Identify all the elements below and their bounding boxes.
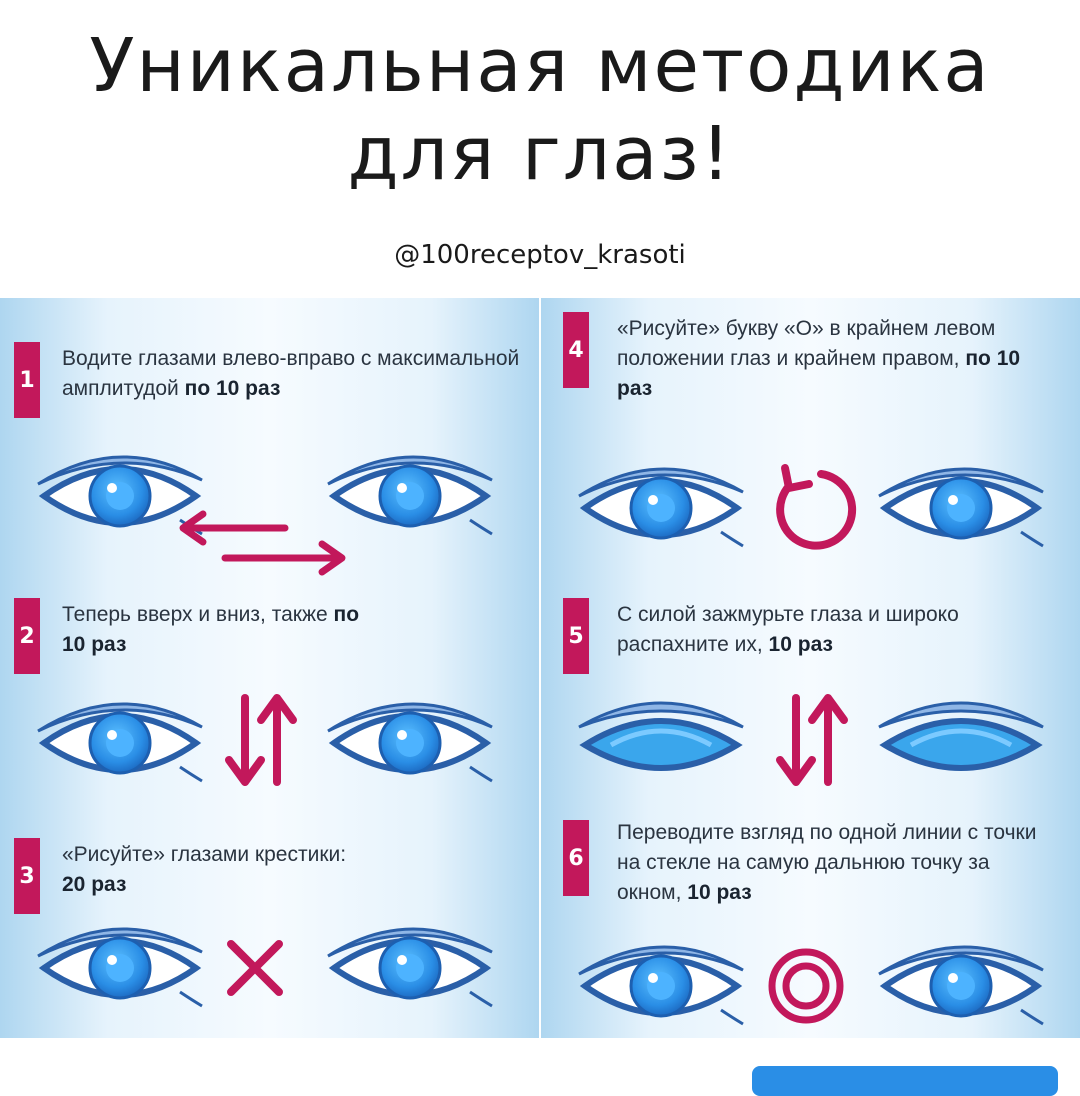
step-3-badge: 3 [14,838,40,914]
step-4-description: «Рисуйте» букву «О» в крайнем левом поло… [617,317,996,370]
eye-icon [571,926,751,1036]
step-3-text: «Рисуйте» глазами крестики: 20 раз [62,840,462,900]
up-down-arrows-icon [776,694,848,786]
step-1-count: по 10 раз [184,377,281,400]
step-2-count: по 10 раз [62,603,360,656]
target-rings-icon [768,948,844,1024]
step-5-text: С силой зажмурьте глаза и широко распахн… [617,600,1037,660]
step-1-badge: 1 [14,342,40,418]
step-6-description: Переводите взгляд по одной линии с точки… [617,821,1037,904]
step-4-badge: 4 [563,312,589,388]
step-4-text: «Рисуйте» букву «О» в крайнем левом поло… [617,314,1057,404]
step-6-badge: 6 [563,820,589,896]
step-5-badge: 5 [563,598,589,674]
left-panel: 1 Водите глазами влево-вправо с максимал… [0,298,539,1038]
right-panel: 4 «Рисуйте» букву «О» в крайнем левом по… [541,298,1080,1038]
left-right-arrows-icon [179,510,346,576]
eye-icon [571,448,751,558]
step-6-count: 10 раз [687,881,752,904]
title-line-2: для глаз! [347,111,733,197]
step-1-text: Водите глазами влево-вправо с максимальн… [62,344,522,404]
author-handle: @100receptov_krasoti [394,240,686,270]
eye-icon [871,448,1051,558]
closed-eye-icon [571,683,751,793]
eye-icon [320,683,500,793]
eye-icon [871,926,1051,1036]
eye-icon [30,908,210,1018]
title-line-1: Уникальная методика [89,23,991,109]
closed-eye-icon [871,683,1051,793]
eye-icon [320,908,500,1018]
page-title: Уникальная методика для глаз! [0,22,1080,198]
step-1-description: Водите глазами влево-вправо с максимальн… [62,347,520,400]
circular-arrow-icon [776,464,857,550]
step-2-description: Теперь вверх и вниз, также [62,603,328,626]
eye-icon [30,683,210,793]
step-6-text: Переводите взгляд по одной линии с точки… [617,818,1057,908]
step-4-count: по 10 раз [617,347,1021,400]
step-5-description: С силой зажмурьте глаза и широко распахн… [617,603,959,656]
cross-icon [227,940,283,996]
bottom-action-button[interactable] [752,1066,1058,1096]
step-5-count: 10 раз [768,633,833,656]
step-2-badge: 2 [14,598,40,674]
step-3-count: 20 раз [62,873,127,896]
step-2-text: Теперь вверх и вниз, также по 10 раз [62,600,362,660]
step-3-description: «Рисуйте» глазами крестики: [62,843,347,866]
up-down-arrows-icon [225,694,297,786]
